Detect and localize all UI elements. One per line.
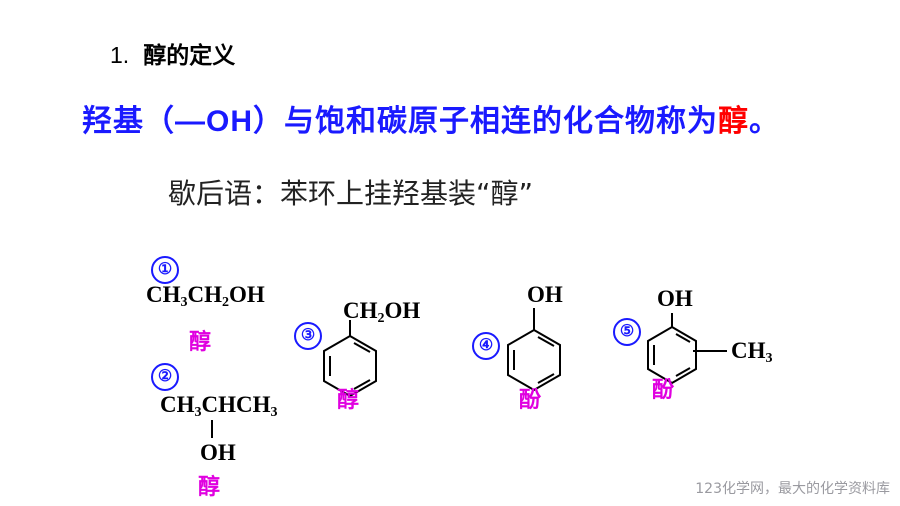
- example-5-methyl-bond: [693, 350, 727, 352]
- definition-text: 羟基（—OH）与饱和碳原子相连的化合物称为: [82, 105, 718, 138]
- example-1-badge: ①: [151, 256, 179, 284]
- example-5-substituent-ch3: CH3: [731, 338, 773, 366]
- saying-text: 歇后语：苯环上挂羟基装“醇”: [168, 177, 534, 210]
- watermark: 123化学网，最大的化学资料库: [695, 481, 890, 497]
- definition-period: 。: [749, 105, 780, 138]
- section-title: 醇的定义: [143, 42, 236, 68]
- example-4-benzene-ring: [507, 308, 561, 392]
- example-2-badge: ②: [151, 363, 179, 391]
- example-5-benzene-ring: [647, 313, 697, 385]
- section-heading: 1. 醇的定义: [110, 36, 235, 70]
- example-3-substituent: CH2OH: [343, 298, 421, 326]
- example-5-class: 酚: [652, 378, 675, 403]
- example-4-badge: ④: [472, 332, 500, 360]
- example-2-formula: CH3CHCH3: [160, 392, 278, 420]
- definition-sentence: 羟基（—OH）与饱和碳原子相连的化合物称为醇。: [82, 96, 780, 140]
- example-1-class: 醇: [189, 330, 212, 355]
- example-5-badge: ⑤: [613, 318, 641, 346]
- example-4-class: 酚: [519, 388, 542, 413]
- example-1-formula: CH3CH2OH: [146, 282, 265, 310]
- example-2-branch: OH: [200, 440, 236, 465]
- example-4-substituent: OH: [527, 282, 563, 307]
- example-5-substituent-oh: OH: [657, 286, 693, 311]
- definition-keyword: 醇: [718, 105, 749, 138]
- example-2-branch-bond: [211, 420, 213, 438]
- example-3-badge: ③: [294, 322, 322, 350]
- example-3-benzene-ring: [323, 320, 377, 398]
- example-2-class: 醇: [198, 475, 221, 500]
- section-number: 1.: [110, 42, 130, 68]
- example-3-class: 醇: [337, 388, 360, 413]
